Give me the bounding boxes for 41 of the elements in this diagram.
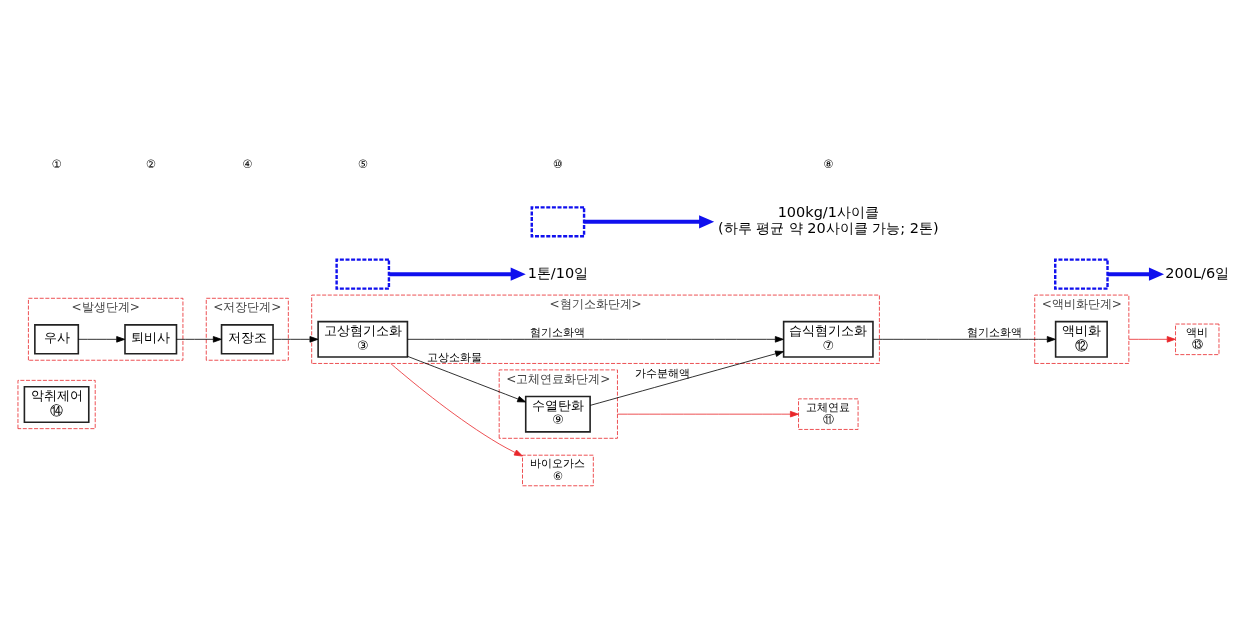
label: ⑧ — [823, 157, 834, 171]
arrow — [584, 215, 715, 229]
node-text: 100kg/1사이클 (하루 평균 약 20사이클 가능; 2톤) — [717, 204, 939, 237]
edge-label: 고상소화물 — [426, 351, 482, 365]
node-box: 액비 ⑬ — [1175, 323, 1220, 355]
node-box: 우사 — [34, 324, 80, 355]
node-box: 수열탄화 ⑨ — [524, 395, 591, 433]
arrow — [1107, 267, 1165, 281]
node-text: 200L/6일 — [1165, 264, 1230, 281]
arrow — [78, 336, 126, 343]
edge-label: 혐기소화액 — [966, 326, 1022, 340]
arrow — [407, 355, 527, 403]
arrow — [389, 267, 526, 281]
arrow — [1128, 336, 1176, 343]
arrow — [872, 336, 1056, 343]
node-box: 고체연료 ⑪ — [798, 398, 859, 430]
node-text: 1톤/10일 — [527, 264, 589, 281]
label: ④ — [242, 157, 253, 171]
node-box — [530, 206, 586, 238]
node-box — [1054, 258, 1109, 290]
arrow — [589, 350, 784, 406]
node-box: 저장조 — [220, 324, 274, 355]
edge-label: 가수분해액 — [635, 366, 691, 380]
node-box: 악취제어 ⑭ — [23, 386, 90, 423]
node-box: 바이오가스 ⑥ — [522, 454, 594, 487]
label: ① — [51, 157, 62, 171]
node-box: 고상혐기소화 ③ — [317, 320, 409, 358]
node-box: 습식혐기소화 ⑦ — [782, 320, 874, 358]
node-box — [335, 258, 391, 290]
arrow — [407, 336, 784, 343]
label: ⑩ — [552, 157, 563, 171]
label: ② — [145, 157, 156, 171]
cluster — [17, 379, 96, 430]
arrow — [390, 363, 523, 457]
arrow — [176, 336, 222, 343]
label: ⑤ — [357, 157, 368, 171]
arrow — [272, 336, 319, 343]
node-box: 액비화 ⑫ — [1054, 320, 1108, 358]
edge-label: 혐기소화액 — [530, 326, 586, 340]
arrow — [617, 410, 799, 418]
node-box: 퇴비사 — [124, 324, 178, 355]
